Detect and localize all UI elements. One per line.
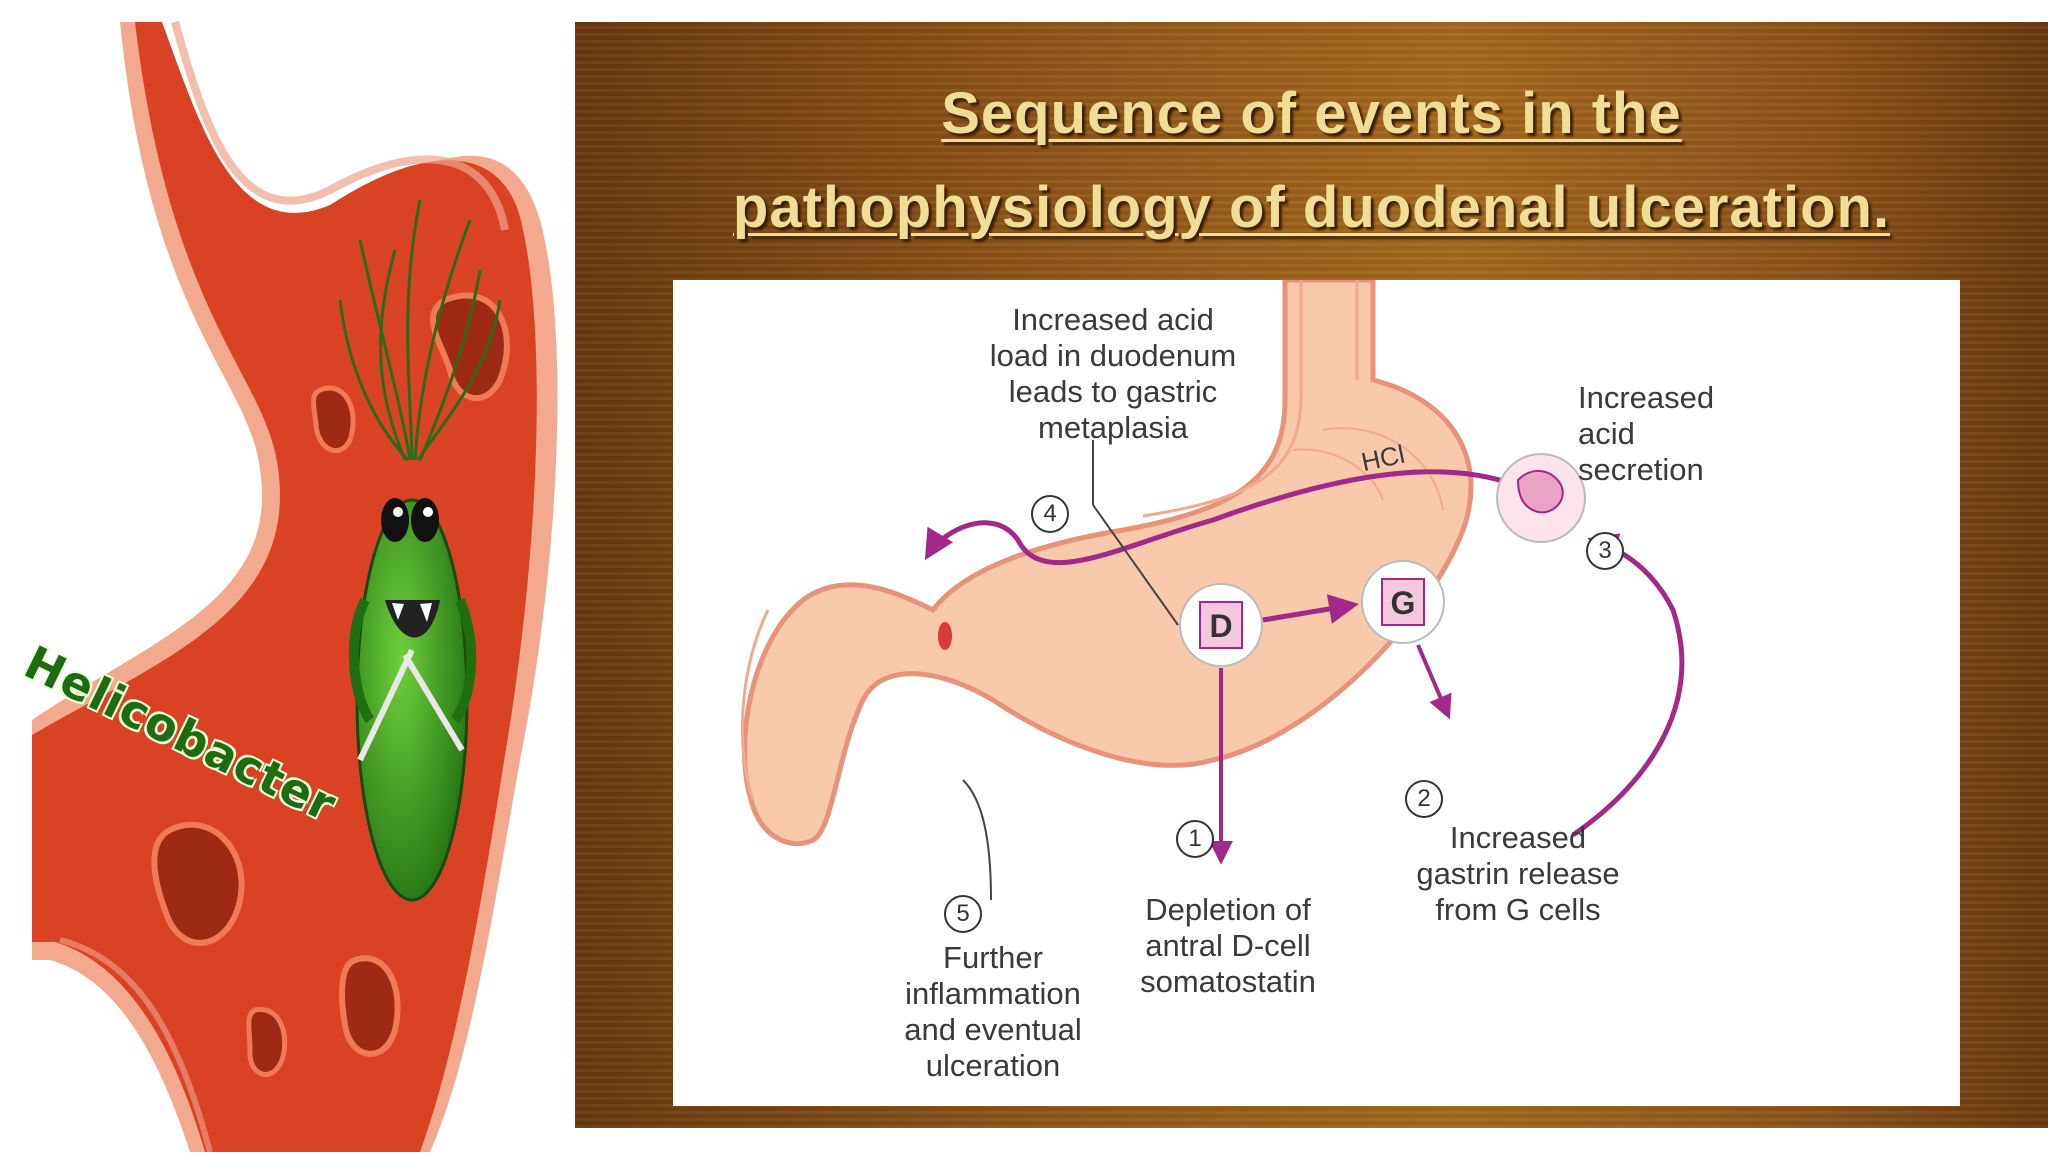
gastrin-to-parietal-arrow xyxy=(1571,533,1685,838)
flagella xyxy=(338,199,502,462)
stomach-duodenum-diagram xyxy=(740,280,1685,901)
hcl-arrow xyxy=(924,469,1516,566)
helicobacter-illustration: Helicobacter xyxy=(0,0,575,1153)
label-acid-secretion: Increased acid secretion xyxy=(1578,380,1715,487)
label-acid-load: Increased acid load in duodenum leads to… xyxy=(989,302,1237,445)
stomach-cartoon xyxy=(32,20,558,1153)
label-ulceration: Further inflammation and eventual ulcera… xyxy=(904,940,1082,1083)
label-gastrin: Increased gastrin release from G cells xyxy=(1416,820,1620,927)
step-number-3: 3 xyxy=(1586,532,1624,570)
g-cell-arrow xyxy=(1416,644,1452,720)
label-depletion: Depletion of antral D-cell somatostatin xyxy=(1140,892,1316,999)
leader-line-5 xyxy=(962,779,992,901)
d-to-g-arrow xyxy=(1262,594,1359,624)
slide: Sequence of events in the pathophysiolog… xyxy=(575,22,2048,1128)
bacterium-character xyxy=(348,498,477,902)
step-number-5: 5 xyxy=(944,895,982,933)
step-number-4: 4 xyxy=(1031,495,1069,533)
slide-title-line-2: pathophysiology of duodenal ulceration. xyxy=(732,175,1891,240)
diagram-panel: Increased acid load in duodenum leads to… xyxy=(673,280,1960,1106)
step-number-1: 1 xyxy=(1176,820,1214,858)
ulcer-mark xyxy=(938,622,952,650)
slide-title-line-1: Sequence of events in the xyxy=(941,81,1682,146)
step-number-2: 2 xyxy=(1405,780,1443,818)
d-cell-letter: D xyxy=(1209,608,1233,644)
g-cell-letter: G xyxy=(1390,585,1416,621)
